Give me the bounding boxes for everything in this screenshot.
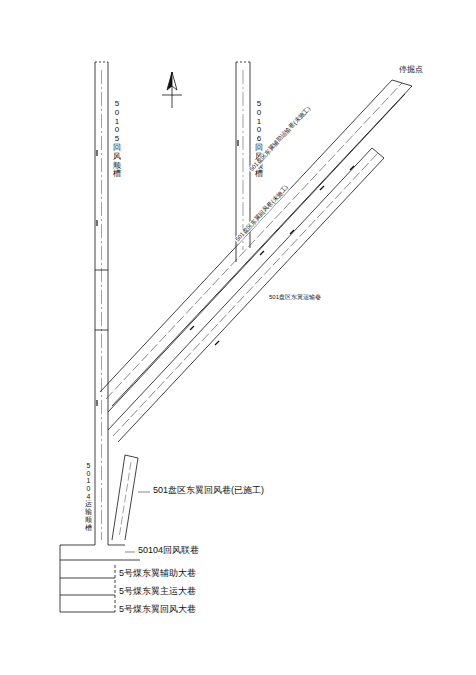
diagonal-roadway-upper	[100, 80, 412, 412]
diagonal-roadway-lower	[108, 148, 384, 442]
roadway-label: 50104回风联巷	[137, 546, 200, 556]
slanted-roadway	[112, 455, 150, 540]
roadway-label: 5号煤东翼回风大巷	[118, 605, 197, 615]
roadway-label: 5号煤东翼辅助大巷	[118, 569, 197, 579]
roadway-label-vertical: 50104运输顺槽	[84, 462, 93, 531]
roadway-label: 停掘点	[398, 66, 424, 75]
roadway-label: 501盘区东翼运输巷	[268, 294, 322, 301]
survey-ticks	[97, 140, 354, 406]
roadway-label: 501盘区东翼回风巷(已施工)	[152, 486, 265, 496]
roadway-label: 501盘区东翼回风巷(未施工)	[234, 183, 291, 243]
north-arrow	[162, 72, 182, 108]
roadway-label-vertical: 50105回风顺槽	[112, 100, 122, 179]
left-roadway	[95, 62, 108, 545]
roadway-label: 5号煤东翼主运大巷	[118, 587, 197, 597]
